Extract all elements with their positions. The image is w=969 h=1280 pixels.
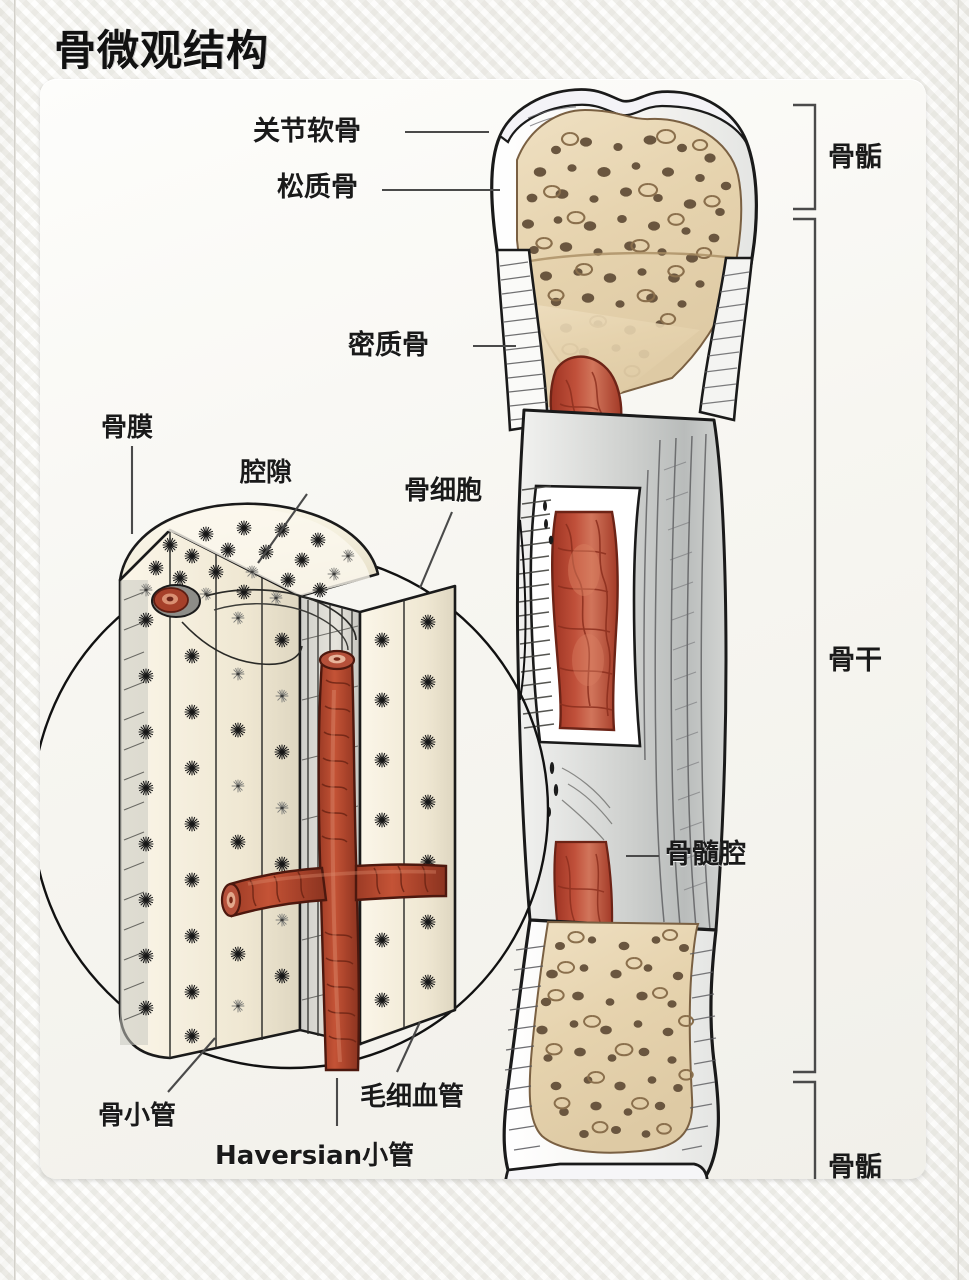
periosteum-label: 骨膜 [101,413,154,443]
shaft-scratch-marks [561,767,613,841]
left-face-shadow [120,580,148,1045]
marrow-highlight-mid-1 [568,544,600,596]
leader-osteocyte [419,511,453,589]
vessel-texture [249,679,429,1043]
canaliculi-label: 骨小管 [98,1101,177,1131]
periosteum-vessel-opening [151,584,201,618]
epiphysis-bottom-bracket-label: 骨骺 [828,1152,882,1183]
distal-condyle-cartilage [503,1162,709,1179]
bracket-diaphysis [793,217,817,1074]
magnifier-connector [519,519,527,701]
lacuna-rings [181,588,357,666]
epiphysis-top-bracket-label: 骨骺 [828,142,882,173]
trabecular-pores-distal [536,929,695,1138]
cortex-hatch-right-upper [700,271,750,405]
cortex-hatch-left-lower [504,945,546,1151]
long-bone [490,88,758,1215]
articular-cartilage-label: 关节软骨 [253,116,361,147]
spongy-bone-distal [528,920,700,1154]
left-edge-hatch [123,591,145,1021]
leader-canaliculi [167,1037,216,1093]
volkmann-lumen-core-left [229,896,233,904]
lacuna-label: 腔隙 [240,458,293,488]
bracket-epiphysis-top [793,103,817,211]
haversian-vessel-lumen-core [333,657,341,661]
spongy-bone-label: 松质骨 [277,172,358,203]
diaphysis-bracket-label: 骨干 [828,645,882,676]
vessel-highlight-vertical [330,689,342,1063]
volkmann-vessel-left [228,866,328,918]
leader-lacuna [257,493,308,564]
medullary-cavity-label: 骨髓腔 [665,839,746,870]
haversian-vessel-vertical [317,658,361,1072]
compact-bone-label: 密质骨 [348,330,429,361]
condyle-hatch [528,1180,692,1215]
region-brackets [793,103,817,1179]
page-title: 骨微观结构 [54,26,270,75]
cortex-hatch-left-upper [499,261,549,421]
left-face-lamellae [169,530,263,1058]
cortex-hatch-right-lower [681,949,717,1151]
shaft-hatch-fine [663,461,707,891]
haversian-canal-label: Haversian小管 [215,1141,415,1171]
osteon-magnified-inset [40,502,550,1072]
articular-cartilage-cap [498,88,750,147]
bracket-epiphysis-bottom [793,1080,817,1179]
growth-plate-line [523,251,735,264]
vessel-highlight-horizontal [247,869,437,886]
marrow-texture-mid [557,519,613,717]
capillary-label: 毛细血管 [360,1082,465,1112]
leader-capillary [396,1021,421,1073]
osteocyte-label: 骨细胞 [404,476,483,506]
marrow-highlight-mid-2 [572,634,604,686]
leader-lines [130,130,659,1126]
compact-bone-lamellae-edge [518,485,555,729]
osteon-right-face [358,584,457,1046]
